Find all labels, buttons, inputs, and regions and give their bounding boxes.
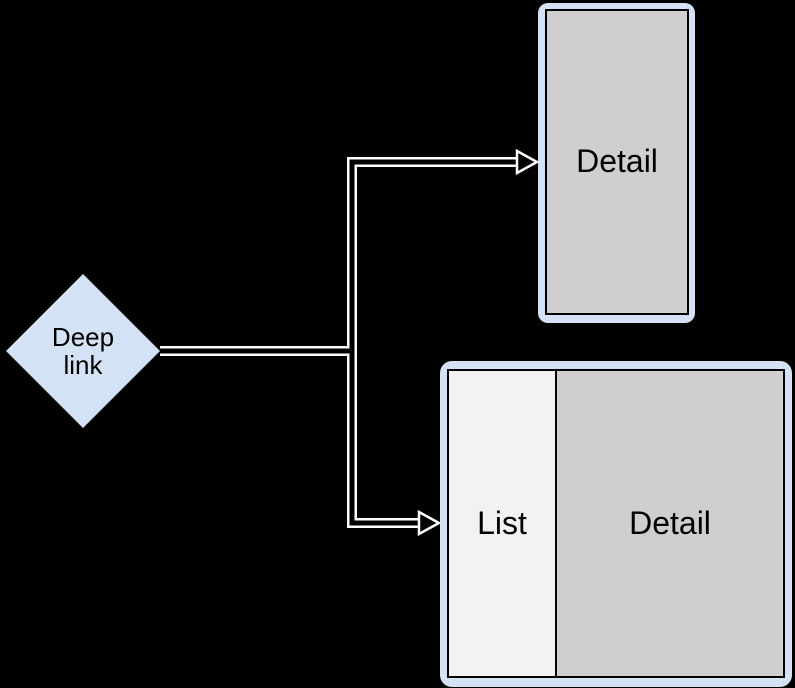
tablet-detail-label: Detail	[629, 504, 711, 541]
tablet-list-label: List	[477, 504, 527, 541]
deep-link-label: Deep link	[51, 322, 115, 380]
phone-detail-label: Detail	[576, 143, 658, 180]
tablet-two-pane-layout: List Detail	[447, 369, 785, 678]
arrowhead-to-phone-icon	[515, 148, 540, 176]
connector-deeplink-to-phone-casing	[160, 157, 518, 356]
connector-deeplink-to-tablet-casing	[160, 346, 420, 528]
connector-deeplink-to-phone	[160, 159, 518, 354]
tablet-list-pane: List	[449, 371, 557, 676]
arrowhead-to-tablet-icon	[417, 509, 442, 537]
phone-detail-pane: Detail	[545, 9, 689, 315]
tablet-frame: List Detail	[440, 361, 792, 687]
phone-frame: Detail	[538, 3, 695, 323]
connector-deeplink-to-tablet	[160, 348, 420, 526]
tablet-detail-pane: Detail	[557, 371, 783, 676]
